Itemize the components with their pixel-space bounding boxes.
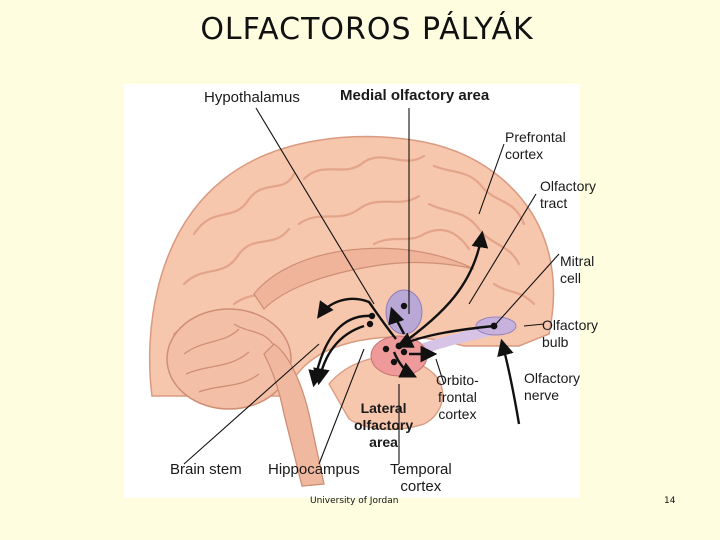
page-number: 14 — [664, 496, 676, 506]
corpus-callosum — [253, 247, 475, 310]
pointer-lines — [183, 107, 560, 465]
label-brain-stem: Brain stem — [170, 461, 242, 478]
label-medial-olfactory-area: Medial olfactory area — [340, 87, 490, 104]
pathway-nodes — [366, 302, 498, 366]
brain-illustration — [148, 107, 560, 487]
label-temporal-cortex: Temporal cortex — [390, 461, 452, 495]
medial-olfactory-area-shape — [385, 289, 423, 335]
pathway-arrows — [308, 230, 521, 425]
label-prefrontal-cortex: Prefrontal cortex — [505, 129, 566, 162]
label-orbitofrontal-cortex: Orbito- frontal cortex — [436, 372, 479, 422]
label-olfactory-nerve: Olfactory nerve — [524, 370, 581, 403]
footer-source: University of Jordan — [310, 496, 399, 506]
label-olfactory-tract: Olfactory tract — [540, 178, 597, 211]
label-hippocampus: Hippocampus — [268, 461, 360, 478]
olfactory-pathways-diagram: Hypothalamus Medial olfactory area Prefr… — [124, 84, 598, 498]
lateral-olfactory-area-shape — [370, 335, 428, 377]
label-hypothalamus: Hypothalamus — [204, 89, 300, 106]
label-lateral-olfactory-area: Lateral olfactory area — [354, 400, 414, 450]
label-olfactory-bulb: Olfactory bulb — [542, 317, 599, 350]
slide-title: OLFACTOROS PÁLYÁK — [200, 12, 534, 47]
label-mitral-cell: Mitral cell — [560, 253, 595, 286]
